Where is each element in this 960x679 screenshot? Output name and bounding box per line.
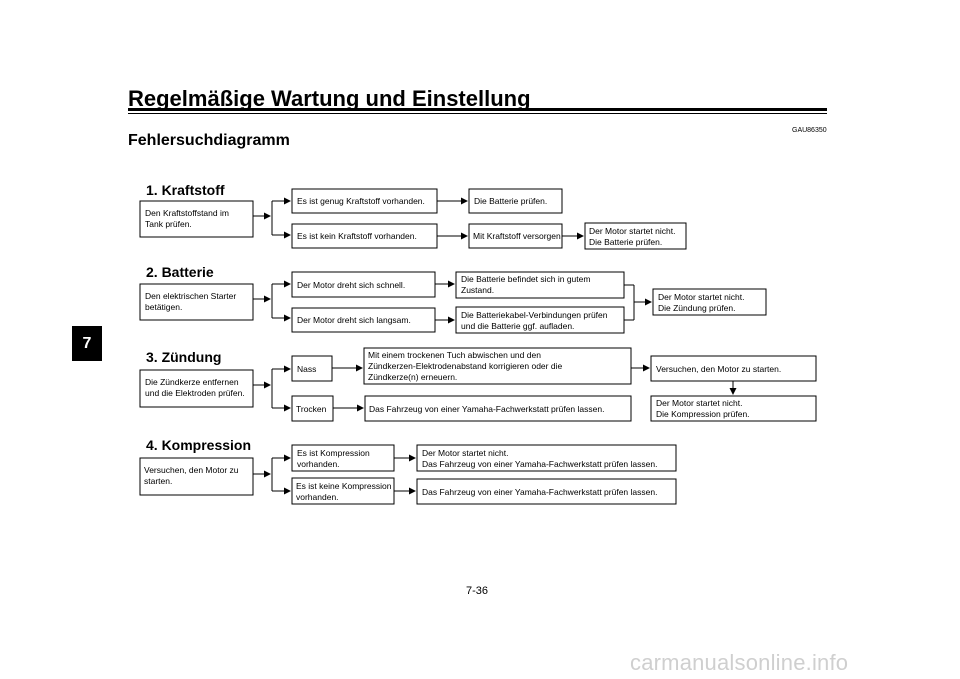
batterie-start-line-2: betätigen.: [145, 302, 182, 312]
batterie-branch-a-next-line-1: Die Batterie befindet sich in gutem: [461, 274, 590, 284]
title-rule-thin: [128, 113, 827, 114]
watermark: carmanualsonline.info: [630, 650, 849, 675]
kompression-branch-b-line-1: Es ist keine Kompression: [296, 481, 392, 491]
kraftstoff-branch-a-next-box: [468, 188, 563, 214]
batterie-connector: [253, 280, 291, 322]
zuendung-start-line-2: und die Elektroden prüfen.: [145, 388, 245, 398]
kraftstoff-start-line-2: Tank prüfen.: [145, 219, 192, 229]
kompression-start-line-1: Versuchen, den Motor zu: [144, 465, 239, 475]
kraftstoff-branch-a-box: [291, 188, 438, 214]
kraftstoff-connector: [253, 197, 291, 239]
zuendung-branch-b-box: [291, 395, 334, 422]
chapter-tab: 7: [72, 326, 102, 361]
kraftstoff-branch-b: Es ist kein Kraftstoff vorhanden.: [297, 231, 417, 241]
kompression-branch-a-line-1: Es ist Kompression: [297, 448, 370, 458]
kompression-branch-a-next-line-1: Der Motor startet nicht.: [422, 448, 508, 458]
zuendung-branch-a-next-line-3: Zündkerze(n) erneuern.: [368, 372, 457, 382]
kompression-branch-a-line-2: vorhanden.: [297, 459, 340, 469]
kraftstoff-result-box: [584, 222, 687, 250]
zuendung-connector: [253, 365, 291, 412]
zuendung-branch-a-next-box: [363, 347, 632, 385]
batterie-branch-a-next-line-2: Zustand.: [461, 285, 494, 295]
batterie-branch-a-next-box: [455, 271, 625, 299]
kompression-branch-b-line-2: vorhanden.: [296, 492, 339, 502]
zuendung-branch-a-result: Versuchen, den Motor zu starten.: [656, 364, 781, 374]
zuendung-branch-b: Trocken: [296, 404, 327, 414]
zuendung-branch-a-next-line-1: Mit einem trockenen Tuch abwischen und d…: [368, 350, 541, 360]
kompression-branch-b-next: Das Fahrzeug von einer Yamaha-Fachwerkst…: [422, 487, 657, 497]
kompression-branch-b-next-box: [416, 478, 677, 505]
heading-kraftstoff: 1. Kraftstoff: [146, 182, 225, 198]
kompression-connector: [253, 454, 291, 495]
zuendung-result-line-1: Der Motor startet nicht.: [656, 398, 742, 408]
zuendung-branch-b-next: Das Fahrzeug von einer Yamaha-Fachwerkst…: [369, 404, 604, 414]
heading-batterie: 2. Batterie: [146, 264, 214, 280]
kompression-branch-a-next-line-2: Das Fahrzeug von einer Yamaha-Fachwerkst…: [422, 459, 657, 469]
page-title: Regelmäßige Wartung und Einstellung: [128, 86, 531, 111]
kompression-start-line-2: starten.: [144, 476, 172, 486]
zuendung-result-line-2: Die Kompression prüfen.: [656, 409, 750, 419]
batterie-branch-b-next-line-1: Die Batteriekabel-Verbindungen prüfen: [461, 310, 608, 320]
batterie-branch-b-next-line-2: und die Batterie ggf. aufladen.: [461, 321, 574, 331]
heading-kompression: 4. Kompression: [146, 437, 251, 453]
batterie-start-line-1: Den elektrischen Starter: [145, 291, 236, 301]
zuendung-branch-a-next-line-2: Zündkerzen-Elektrodenabstand korrigieren…: [368, 361, 562, 371]
section-heading: Fehlersuchdiagramm: [128, 132, 290, 149]
zuendung-branch-b-next-box: [364, 395, 632, 422]
kraftstoff-start-box: [139, 200, 254, 238]
zuendung-branch-a-result-box: [650, 355, 817, 382]
kraftstoff-result-line-1: Der Motor startet nicht.: [589, 226, 675, 236]
batterie-branch-b: Der Motor dreht sich langsam.: [297, 315, 411, 325]
batterie-branch-a-box: [291, 271, 436, 298]
batterie-result-line-1: Der Motor startet nicht.: [658, 292, 744, 302]
kraftstoff-result-line-2: Die Batterie prüfen.: [589, 237, 662, 247]
batterie-branch-b-box: [291, 307, 436, 333]
kraftstoff-branch-b-next: Mit Kraftstoff versorgen.: [473, 231, 563, 241]
batterie-result-line-2: Die Zündung prüfen.: [658, 303, 736, 313]
zuendung-result-box: [650, 395, 817, 422]
zuendung-start-box: [139, 369, 254, 408]
batterie-merge-connector: [624, 284, 652, 321]
batterie-start-box: [139, 283, 254, 321]
batterie-result-box: [652, 288, 767, 316]
heading-zuendung: 3. Zündung: [146, 349, 221, 365]
batterie-branch-a: Der Motor dreht sich schnell.: [297, 280, 405, 290]
kompression-start-box: [139, 457, 254, 496]
zuendung-branch-a: Nass: [297, 364, 316, 374]
kompression-branch-a-next-box: [416, 444, 677, 472]
kraftstoff-start-line-1: Den Kraftstoffstand im: [145, 208, 229, 218]
kraftstoff-branch-b-next-box: [468, 223, 563, 249]
document-code: GAU86350: [792, 127, 827, 134]
kompression-branch-a-box: [291, 444, 395, 472]
page-number: 7-36: [466, 585, 489, 597]
zuendung-start-line-1: Die Zündkerze entfernen: [145, 377, 239, 387]
title-rule-thick: [128, 108, 827, 111]
kraftstoff-branch-a-next: Die Batterie prüfen.: [474, 196, 547, 206]
kraftstoff-branch-a: Es ist genug Kraftstoff vorhanden.: [297, 196, 425, 206]
